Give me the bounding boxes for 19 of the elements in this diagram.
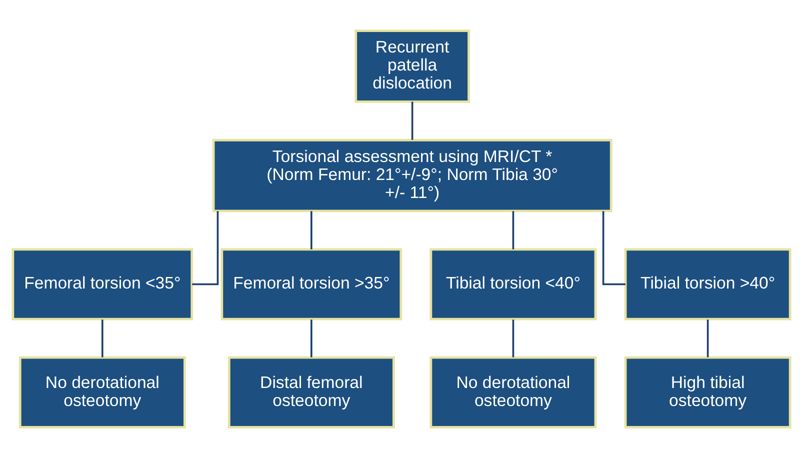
node-box: High tibial osteotomy bbox=[624, 356, 792, 428]
node-box: Tibial torsion <40° bbox=[430, 248, 597, 320]
node-box: Femoral torsion <35° bbox=[12, 248, 194, 320]
node-box: Recurrent patella dislocation bbox=[354, 29, 470, 102]
connector bbox=[411, 101, 414, 140]
node-box: No derotational osteotomy bbox=[18, 356, 186, 428]
connector bbox=[706, 319, 709, 357]
connector bbox=[102, 319, 104, 357]
node-box: Distal femoral osteotomy bbox=[228, 356, 395, 428]
node-box: Torsional assessment using MRI/CT * (Norm Femur: 21°+/-9°; Norm Tibia 30° +/- 11°) bbox=[212, 138, 612, 212]
connector bbox=[192, 210, 219, 285]
connector bbox=[310, 319, 312, 357]
node-box: No derotational osteotomy bbox=[430, 356, 597, 428]
connector bbox=[602, 210, 626, 285]
node-box: Tibial torsion >40° bbox=[624, 248, 792, 320]
connector bbox=[512, 319, 514, 357]
connector bbox=[310, 210, 312, 249]
node-box: Femoral torsion >35° bbox=[220, 248, 402, 320]
connector bbox=[512, 210, 514, 249]
